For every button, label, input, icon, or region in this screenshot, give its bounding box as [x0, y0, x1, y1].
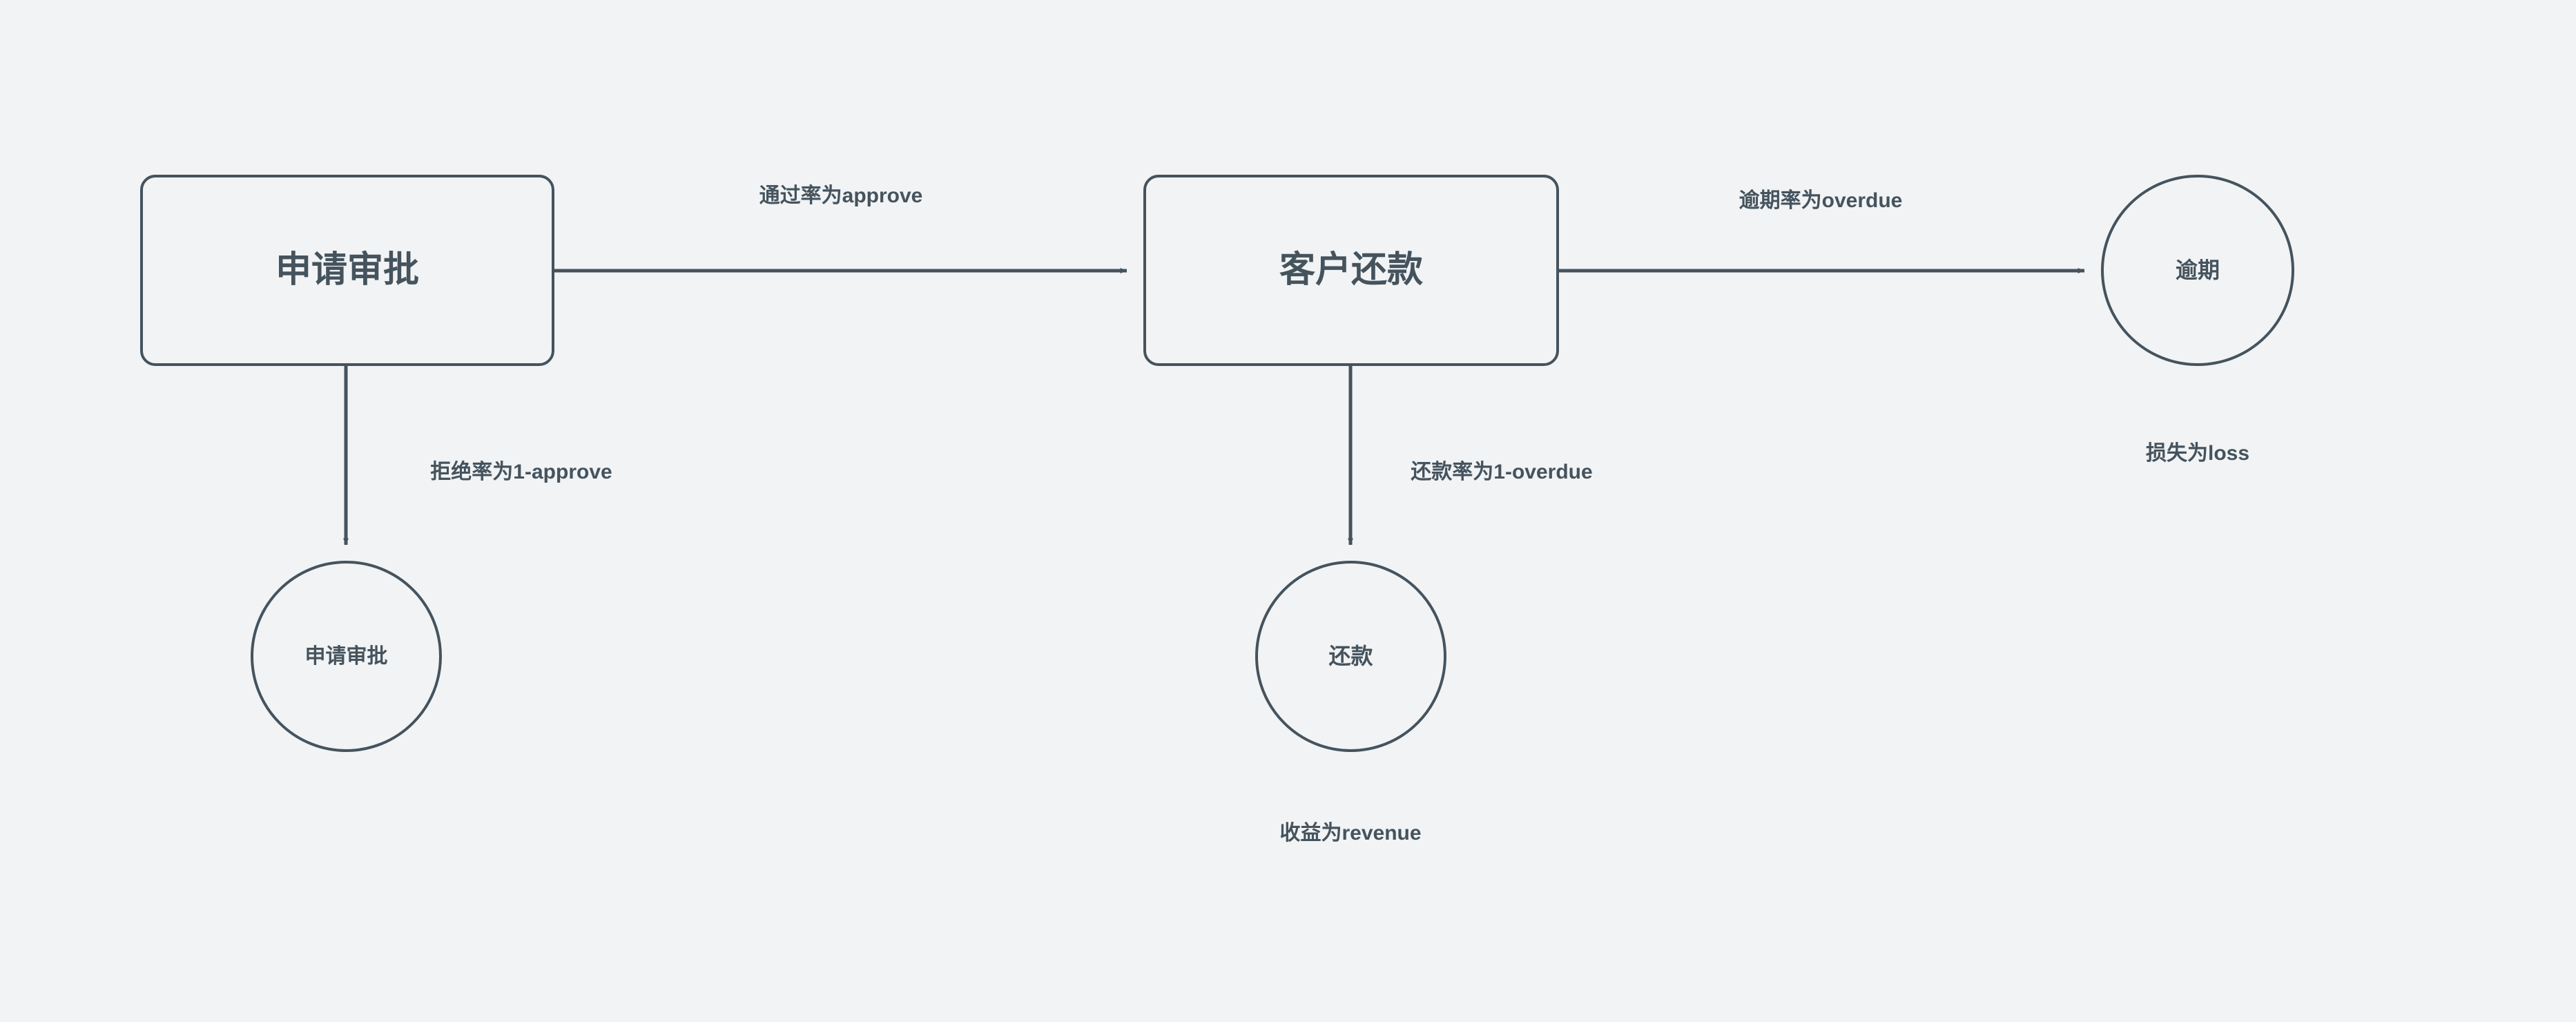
node-overdue[interactable]: 逾期	[2101, 175, 2294, 366]
node-apply-review-label: 申请审批	[275, 249, 419, 290]
node-apply-reject[interactable]: 申请审批	[251, 561, 442, 752]
annotation-loss: 损失为loss	[2145, 442, 2250, 465]
node-repaid[interactable]: 还款	[1255, 561, 1446, 752]
edge-label-repay: 还款率为1-overdue	[1411, 461, 1593, 483]
node-repaid-label: 还款	[1328, 643, 1373, 668]
edge-label-approve: 通过率为approve	[759, 184, 923, 207]
node-apply-reject-label: 申请审批	[304, 645, 388, 668]
edge-label-reject: 拒绝率为1-approve	[430, 461, 612, 483]
node-overdue-label: 逾期	[2175, 257, 2220, 282]
node-customer-repay-label: 客户还款	[1279, 249, 1423, 290]
node-apply-review[interactable]: 申请审批	[140, 175, 554, 366]
node-customer-repay[interactable]: 客户还款	[1143, 175, 1559, 366]
annotation-revenue: 收益为revenue	[1279, 822, 1422, 845]
edge-label-overdue: 逾期率为overdue	[1739, 189, 1903, 212]
